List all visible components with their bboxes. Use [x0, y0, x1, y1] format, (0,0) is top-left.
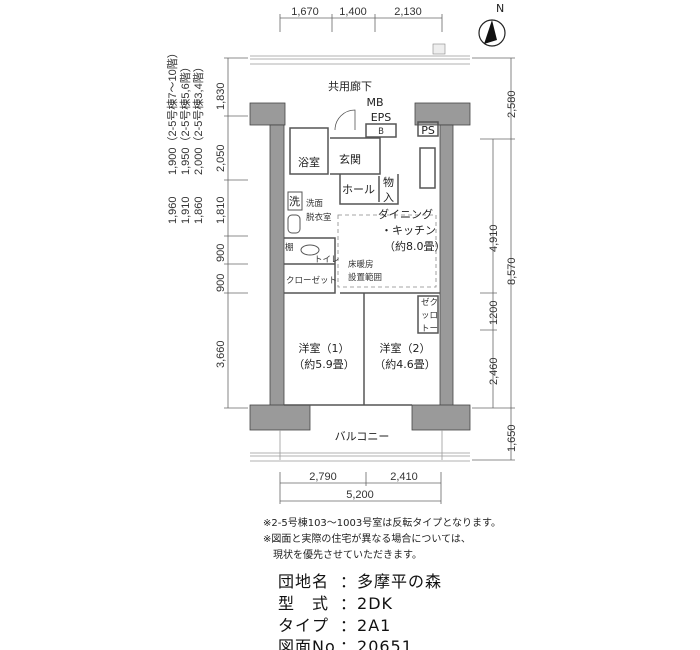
label-washroom-1: 洗面 — [306, 198, 324, 209]
note-2: ※図面と実際の住宅が異なる場合については、 — [263, 534, 471, 545]
toilet-fixture — [300, 244, 320, 256]
note-3: 現状を優先させていただきます。 — [263, 550, 422, 561]
info-type-label: タイプ — [278, 616, 330, 635]
washbasin — [287, 214, 301, 234]
label-b: B — [378, 127, 384, 137]
dim-left-a2: 2,050 — [215, 144, 227, 172]
label-closet2-2: ッロ — [421, 311, 438, 321]
label-eps: EPS — [371, 111, 392, 124]
dim-top-2: 1,400 — [339, 6, 367, 18]
label-closet2-1: ゼク — [421, 297, 438, 308]
dim-bottom-2: 2,410 — [390, 471, 418, 483]
label-floor-heating-2: 設置範囲 — [348, 272, 382, 283]
info-estate: 団地名：多摩平の森 — [278, 568, 442, 592]
dim-left-variant-2: 1,950（2-5号棟5,6階） — [178, 61, 192, 175]
label-floor-heating-1: 床暖房 — [348, 259, 374, 270]
dim-left-c1: 900 — [215, 244, 227, 262]
label-room2-size: （約4.6畳） — [374, 357, 436, 371]
info-model-label: 型 式 — [278, 594, 330, 613]
dim-left-a1: 1,830 — [215, 82, 227, 110]
dim-right-5: 2,460 — [488, 357, 500, 385]
label-washer: 洗 — [289, 195, 300, 208]
label-room1-size: （約5.9畳） — [293, 357, 355, 371]
label-entrance: 玄関 — [339, 152, 361, 166]
dim-left-b-variant-1: 1,960 — [167, 196, 179, 224]
dim-right-6: 1,650 — [506, 424, 518, 452]
info-drawing-no: 図面No：20651 — [278, 633, 413, 650]
label-dk-2: ・キッチン — [381, 224, 436, 237]
info-estate-label: 団地名 — [278, 572, 330, 591]
dim-top-3: 2,130 — [394, 6, 422, 18]
dim-right-4: 1200 — [488, 301, 500, 325]
dim-left-b-variant-2: 1,910 — [180, 196, 192, 224]
dim-right-3: 8,570 — [506, 257, 518, 285]
compass-north-label: N — [496, 2, 504, 15]
dim-left-b-variant-3: 1,860 — [193, 196, 205, 224]
label-closet: クローゼット — [286, 275, 337, 286]
dim-left-variant-3: 2,000（2-5号棟3,4階） — [191, 61, 205, 175]
label-hall: ホール — [342, 183, 375, 196]
dim-left-c2: 900 — [215, 274, 227, 292]
label-shelf: 棚 — [285, 242, 294, 253]
dim-left-d1: 3,660 — [215, 340, 227, 368]
label-bath: 浴室 — [298, 155, 320, 169]
bottom-dimensions — [279, 472, 442, 504]
label-storage-2: 入 — [383, 191, 394, 204]
info-model-value: 2DK — [357, 594, 394, 613]
corridor-railing — [250, 55, 470, 65]
label-closet2-3: トー — [421, 324, 438, 334]
label-ps: PS — [421, 124, 435, 137]
balcony-railing — [250, 430, 470, 462]
entrance-door[interactable] — [334, 109, 356, 131]
label-washroom-2: 脱衣室 — [306, 212, 332, 223]
info-type-value: 2A1 — [357, 616, 392, 635]
north-compass-icon: N — [478, 2, 506, 47]
info-drawing-no-value: 20651 — [357, 637, 413, 650]
dim-top-1: 1,670 — [291, 6, 319, 18]
label-storage-1: 物 — [383, 175, 394, 189]
label-room2: 洋室（2） — [380, 341, 431, 355]
dim-left-b1: 1,810 — [215, 196, 227, 224]
dim-right-1: 2,580 — [506, 90, 518, 118]
info-drawing-no-label: 図面No — [278, 637, 336, 650]
washer-space — [287, 191, 303, 211]
label-toilet: トイレ — [314, 255, 340, 265]
right-dimensions — [472, 57, 515, 461]
top-dimensions — [279, 14, 443, 32]
label-dk-3: （約8.0畳） — [384, 239, 446, 253]
dim-bottom-1: 2,790 — [309, 471, 337, 483]
walls — [249, 102, 471, 431]
info-type: タイプ：2A1 — [278, 612, 391, 636]
info-model: 型 式：2DK — [278, 590, 393, 614]
info-estate-value: 多摩平の森 — [357, 572, 443, 591]
note-1: ※2-5号棟103～1003号室は反転タイプとなります。 — [263, 518, 501, 529]
label-balcony: バルコニー — [335, 430, 390, 443]
label-mb: MB — [366, 96, 383, 109]
interior-walls — [284, 121, 440, 406]
dim-bottom-total: 5,200 — [346, 489, 374, 501]
floor-heating-area — [337, 214, 437, 288]
label-corridor: 共用廊下 — [328, 79, 372, 93]
left-dimensions — [224, 57, 248, 409]
dim-left-variant-1: 1,900（2-5号棟7～10階） — [165, 47, 179, 175]
label-room1: 洋室（1） — [299, 341, 350, 355]
meter-box — [432, 43, 446, 55]
label-dk-1: ダイニング — [378, 207, 433, 221]
dim-right-2: 4,910 — [488, 224, 500, 252]
